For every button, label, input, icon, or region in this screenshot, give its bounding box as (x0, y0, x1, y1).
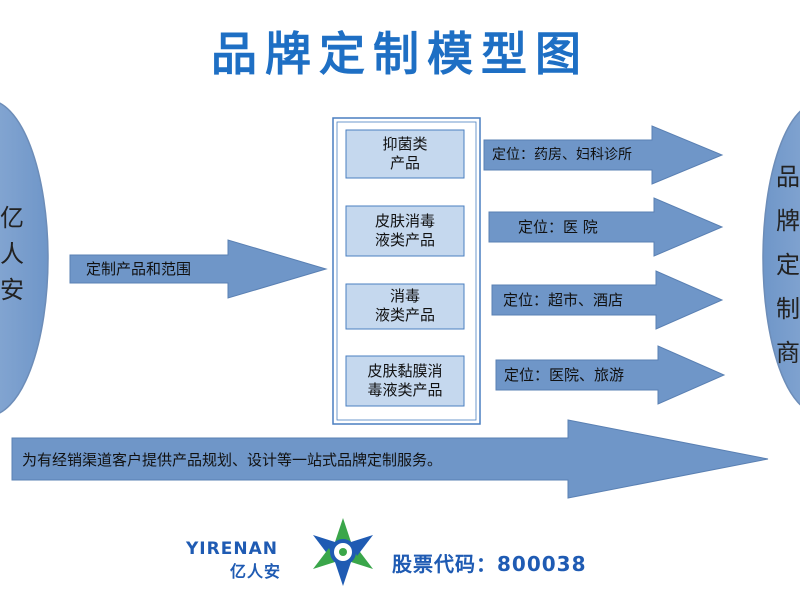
left-entity-shape (0, 102, 49, 414)
bottom-arrow-shape (11, 419, 769, 499)
logo-emblem-icon (313, 518, 373, 586)
product-box (345, 355, 465, 407)
right-entity-char: 商 (776, 339, 800, 367)
product-box (345, 283, 465, 330)
right-entity-char: 定 (776, 251, 800, 279)
product-label: 皮肤消毒 液类产品 (346, 212, 464, 250)
left-entity-label: 亿 人 安 (0, 200, 30, 308)
position-arrow-shape (495, 345, 726, 405)
input-arrow-label: 定制产品和范围 (86, 260, 192, 278)
logo-wordmark-en: YIRENAN (186, 539, 278, 559)
left-entity-char: 安 (0, 276, 24, 304)
position-label: 定位：医 院 (518, 218, 598, 236)
position-label: 定位：药房、妇科诊所 (492, 147, 632, 163)
product-label-line: 消毒 (389, 287, 420, 305)
product-container-inner (336, 121, 477, 421)
product-box (345, 205, 465, 257)
product-label-line: 毒液类产品 (367, 381, 443, 399)
diagram-title: 品牌定制模型图 (211, 27, 589, 81)
product-label-line: 抑菌类 (382, 135, 428, 153)
product-label-line: 产品 (389, 154, 420, 172)
product-label: 皮肤黏膜消 毒液类产品 (346, 362, 464, 400)
position-arrow-shape (483, 125, 724, 185)
product-label-line: 液类产品 (374, 306, 435, 324)
product-label: 消毒 液类产品 (346, 287, 464, 325)
bottom-arrow-label: 为有经销渠道客户提供产品规划、设计等一站式品牌定制服务。 (22, 451, 443, 469)
input-arrow-shape (69, 239, 328, 299)
left-entity-char: 人 (0, 240, 24, 268)
product-label-line: 皮肤黏膜消 (367, 362, 443, 380)
right-entity-char: 品 (776, 163, 800, 191)
right-entity-shape (762, 110, 800, 406)
right-entity-char: 制 (776, 295, 800, 323)
product-label-line: 液类产品 (374, 231, 435, 249)
position-arrow-shape (488, 197, 724, 257)
logo-wordmark-cn: 亿人安 (230, 562, 282, 581)
product-label-line: 皮肤消毒 (374, 212, 435, 230)
right-entity-char: 牌 (776, 207, 800, 235)
right-entity-label: 品 牌 定 制 商 (776, 155, 800, 375)
position-label: 定位：医院、旅游 (504, 366, 625, 384)
product-label: 抑菌类 产品 (346, 135, 464, 173)
position-arrow-shape (491, 270, 724, 330)
product-box (345, 129, 465, 179)
position-label: 定位：超市、酒店 (503, 291, 624, 309)
stock-code: 股票代码：800038 (392, 552, 587, 576)
left-entity-char: 亿 (0, 204, 24, 232)
